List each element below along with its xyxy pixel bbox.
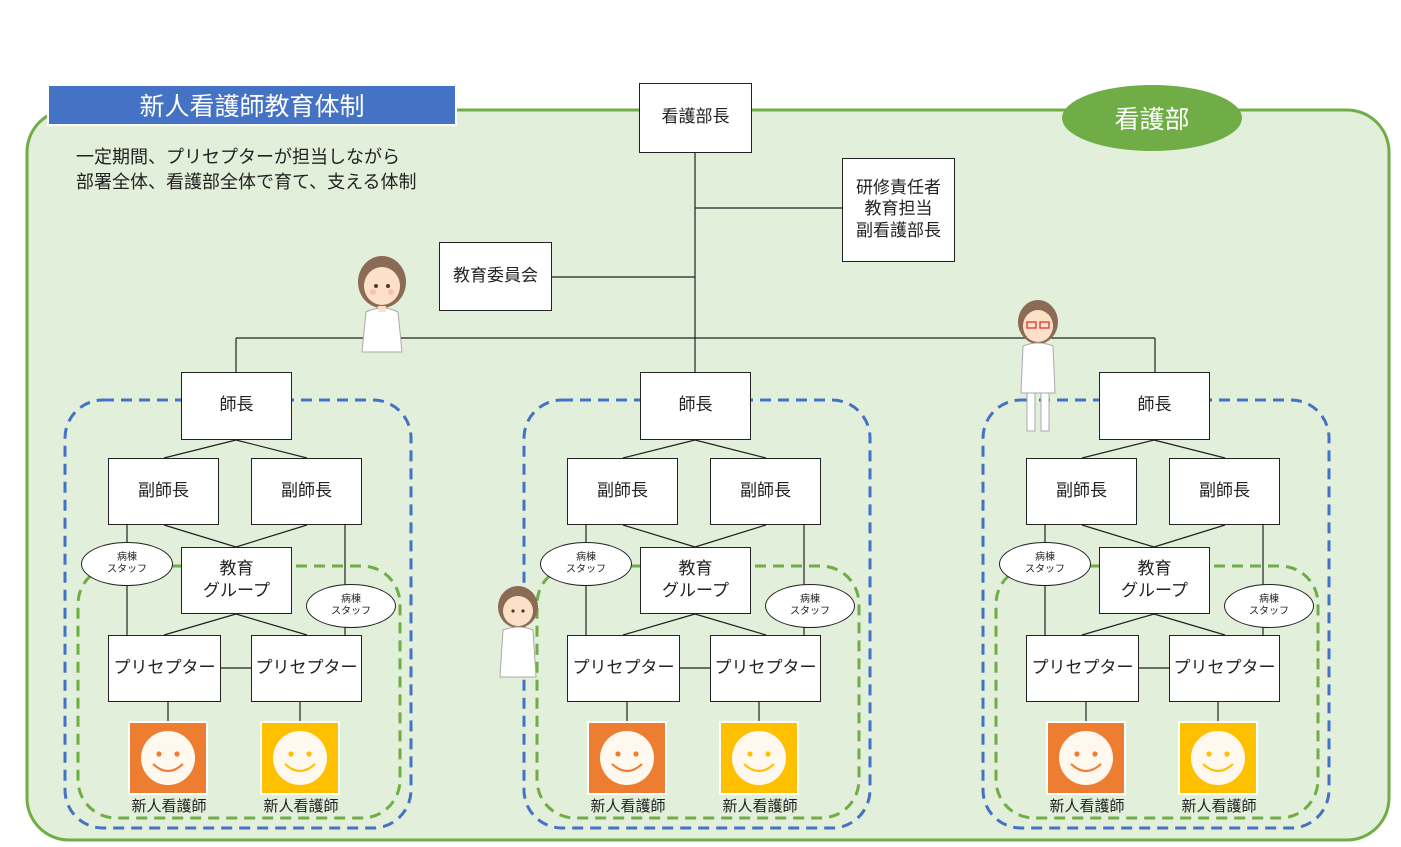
vice-head-box: 副師長 xyxy=(108,458,219,525)
preceptor-box: プリセプター xyxy=(251,635,362,702)
newcomer-label: 新人看護師 xyxy=(263,797,339,815)
ward-staff-oval: 病棟 スタッフ xyxy=(999,542,1091,586)
page-title: 新人看護師教育体制 xyxy=(47,84,457,126)
smiley-face-icon xyxy=(260,721,340,795)
nurse-figure-2 xyxy=(1018,300,1058,432)
preceptor-box: プリセプター xyxy=(1026,635,1139,702)
head-nurse-box: 師長 xyxy=(1099,372,1210,440)
vice-head-box: 副師長 xyxy=(567,458,678,525)
line-head-vice1 xyxy=(1081,439,1155,459)
line-vice1-edu xyxy=(1081,524,1155,548)
vice-head-box: 副師長 xyxy=(1026,458,1137,525)
description: 一定期間、プリセプターが担当しながら 部署全体、看護部全体で育て、支える体制 xyxy=(76,145,417,195)
vice-head-box: 副師長 xyxy=(251,458,362,525)
description-line-1: 一定期間、プリセプターが担当しながら xyxy=(76,147,400,168)
line-edu-prec2 xyxy=(235,613,308,636)
line-head-vice2 xyxy=(235,439,308,459)
line-vice2-edu xyxy=(694,524,767,548)
committee-box: 教育委員会 xyxy=(439,242,552,311)
education-group-box: 教育 グループ xyxy=(1099,547,1210,614)
ward-staff-oval: 病棟 スタッフ xyxy=(1224,584,1314,628)
education-group-box: 教育 グループ xyxy=(640,547,751,614)
line-vice1-edu xyxy=(622,524,696,548)
preceptor-box: プリセプター xyxy=(567,635,680,702)
line-head-vice1 xyxy=(163,439,237,459)
newcomer-label: 新人看護師 xyxy=(131,797,207,815)
department-label: 看護部 xyxy=(1062,85,1242,151)
smiley-face-icon xyxy=(1046,721,1126,795)
line-vice1-edu xyxy=(163,524,237,548)
preceptor-box: プリセプター xyxy=(710,635,821,702)
smiley-face-icon xyxy=(128,721,208,795)
preceptor-box: プリセプター xyxy=(108,635,221,702)
newcomer-label: 新人看護師 xyxy=(590,797,666,815)
smiley-face-icon xyxy=(1178,721,1258,795)
line-edu-prec1 xyxy=(622,613,696,636)
head-nurse-box: 師長 xyxy=(181,372,292,440)
description-line-2: 部署全体、看護部全体で育て、支える体制 xyxy=(76,172,417,193)
line-head-vice2 xyxy=(1153,439,1226,459)
head-nurse-box: 師長 xyxy=(640,372,751,440)
smiley-face-icon xyxy=(719,721,799,795)
newcomer-label: 新人看護師 xyxy=(722,797,798,815)
smiley-face-icon xyxy=(587,721,667,795)
education-group-box: 教育 グループ xyxy=(181,547,292,614)
newcomer-label: 新人看護師 xyxy=(1181,797,1257,815)
director-box: 看護部長 xyxy=(639,83,752,153)
ward-staff-oval: 病棟 スタッフ xyxy=(81,542,173,586)
line-edu-prec1 xyxy=(1081,613,1155,636)
line-edu-prec2 xyxy=(694,613,767,636)
line-edu-prec2 xyxy=(1153,613,1226,636)
line-vice2-edu xyxy=(1153,524,1226,548)
line-head-vice1 xyxy=(622,439,696,459)
line-head-vice2 xyxy=(694,439,767,459)
nurse-figure-3 xyxy=(498,586,538,678)
training-box: 研修責任者 教育担当 副看護部長 xyxy=(842,158,955,262)
ward-staff-oval: 病棟 スタッフ xyxy=(306,584,396,628)
line-vice2-edu xyxy=(235,524,308,548)
ward-staff-oval: 病棟 スタッフ xyxy=(540,542,632,586)
vice-head-box: 副師長 xyxy=(1169,458,1280,525)
line-edu-prec1 xyxy=(163,613,237,636)
newcomer-label: 新人看護師 xyxy=(1049,797,1125,815)
nurse-figure-1 xyxy=(358,256,406,353)
ward-staff-oval: 病棟 スタッフ xyxy=(765,584,855,628)
vice-head-box: 副師長 xyxy=(710,458,821,525)
preceptor-box: プリセプター xyxy=(1169,635,1280,702)
